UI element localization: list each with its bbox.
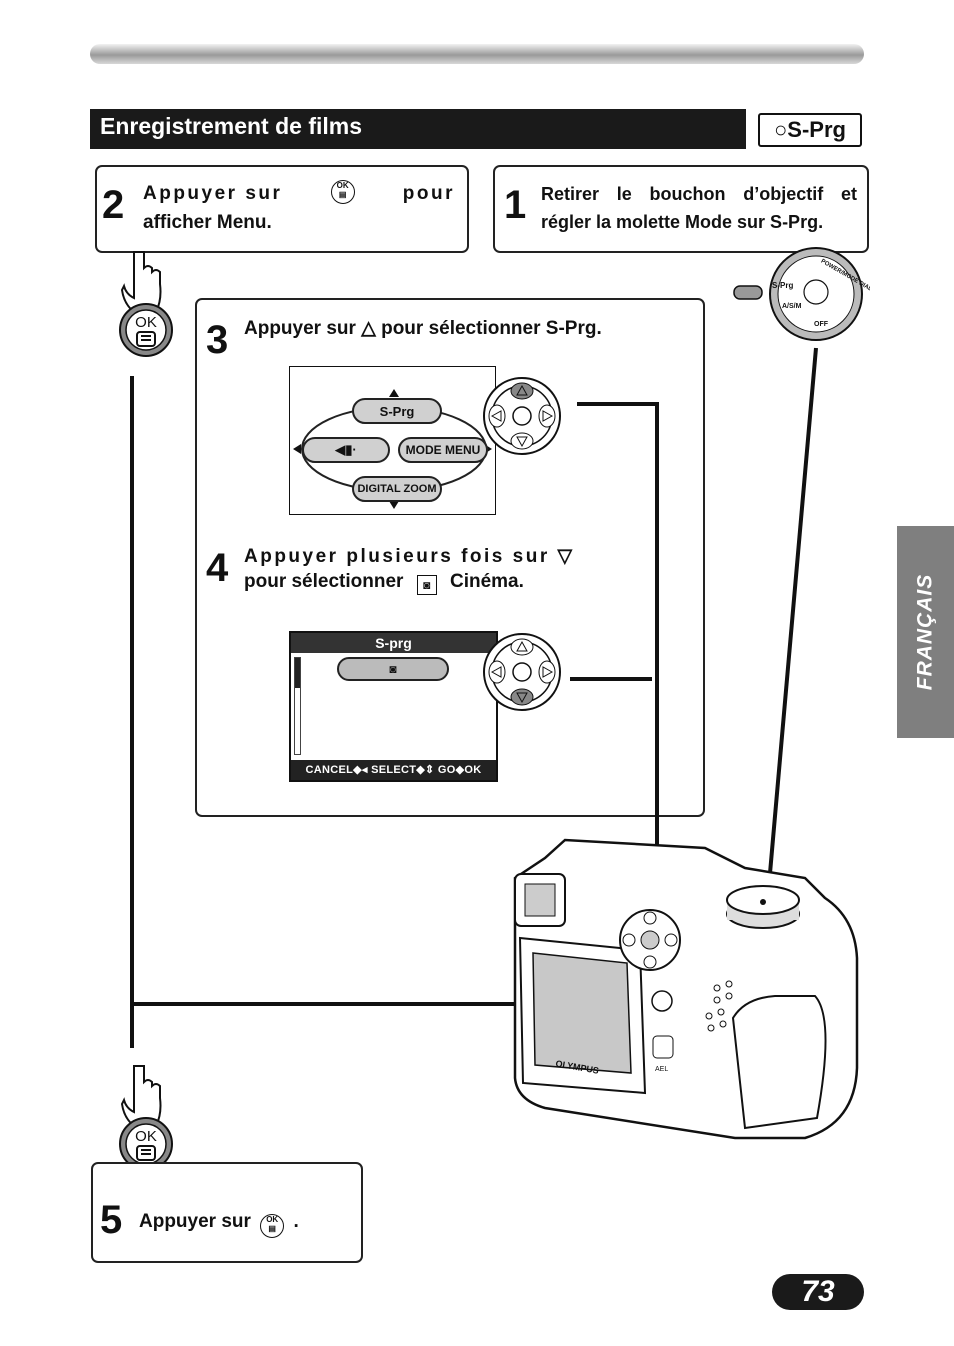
step-4-text-line2: pour sélectionner ◙ Cinéma. [244, 568, 524, 596]
sprg-scrollbar[interactable] [294, 657, 301, 755]
language-side-tab-label-wrap: FRANÇAIS [897, 526, 954, 738]
step-5-box [91, 1162, 363, 1263]
step-2-number: 2 [102, 183, 125, 227]
section-title: Enregistrement de films [100, 113, 363, 139]
dial-asm-label: A/S/M [782, 303, 802, 310]
menu-item-sprg[interactable]: S-Prg [352, 398, 442, 424]
ok-menu-button-icon: OK▤ [330, 180, 355, 204]
step-1-number: 1 [504, 183, 527, 227]
step-5-text-line: Appuyer sur OK▤ . [139, 1208, 299, 1238]
language-side-tab-label: FRANÇAIS [913, 573, 937, 691]
step-5-end: . [293, 1211, 299, 1232]
sprg-screen: S-prg ◙ CANCEL◆◂ SELECT◆⇕ GO◆OK [289, 631, 498, 782]
menu-item-quick-icon[interactable]: ◀▮· [302, 437, 390, 463]
step-2-box [95, 165, 469, 253]
menu-screen: S-Prg ◀▮· MODE MENU DIGITAL ZOOM [289, 366, 496, 515]
step-2-text-line2: afficher Menu. [143, 212, 272, 233]
mode-dial-illustration: S-Prg A/S/M OFF POWER/MODE DIAL [733, 247, 870, 341]
hand-press-ok-icon: OK [119, 251, 173, 357]
step-2-text-b: pour [402, 183, 455, 204]
menu-item-digital-zoom[interactable]: DIGITAL ZOOM [352, 476, 442, 502]
sprg-screen-footer: CANCEL◆◂ SELECT◆⇕ GO◆OK [291, 760, 496, 780]
hand-press-ok-icon-bottom: OK [119, 1065, 173, 1171]
step-1-text: Retirer le bouchon d’objectif et régler … [541, 184, 857, 232]
sprg-screen-title: S-prg [291, 633, 496, 653]
step-4-text-line1: Appuyer plusieurs fois sur ▽ [244, 546, 575, 567]
step-4-text-c: Cinéma. [449, 571, 524, 592]
ok-menu-button-icon: OK▤ [260, 1214, 285, 1238]
language-side-tab [897, 526, 954, 738]
menu-item-mode-menu[interactable]: MODE MENU [398, 437, 488, 463]
arrow-pad-down-highlight [483, 633, 561, 711]
top-decorative-bar [90, 44, 864, 64]
arrow-pad-up-highlight [483, 377, 561, 455]
ok-label-top: OK [135, 314, 157, 331]
step-1-box [493, 165, 869, 253]
step-3-text: Appuyer sur △ pour sélectionner S-Prg. [244, 318, 602, 339]
step-4-number: 4 [206, 546, 229, 590]
camera-illustration: OLYMPUS AEL [513, 838, 859, 1140]
ok-label-bottom: OK [135, 1128, 157, 1145]
step-2-text-a: Appuyer sur [143, 183, 283, 204]
dial-sprg-label: S-Prg [772, 281, 793, 290]
step-5-text: Appuyer sur [139, 1211, 251, 1232]
step-4-text-b: pour sélectionner [244, 571, 404, 592]
step-3-number: 3 [206, 318, 229, 362]
step-5-number: 5 [100, 1198, 123, 1242]
camera-ael-label: AEL [655, 1066, 668, 1073]
mode-badge: ○S-Prg [758, 113, 862, 147]
movie-camera-icon: ◙ [416, 575, 437, 595]
sprg-item-cinema[interactable]: ◙ [337, 657, 449, 681]
step-2-text-line1: Appuyer sur OK▤ pour [143, 180, 455, 208]
page-number: 73 [772, 1274, 864, 1310]
dial-off-label: OFF [814, 321, 829, 328]
section-header-bar [90, 109, 746, 149]
